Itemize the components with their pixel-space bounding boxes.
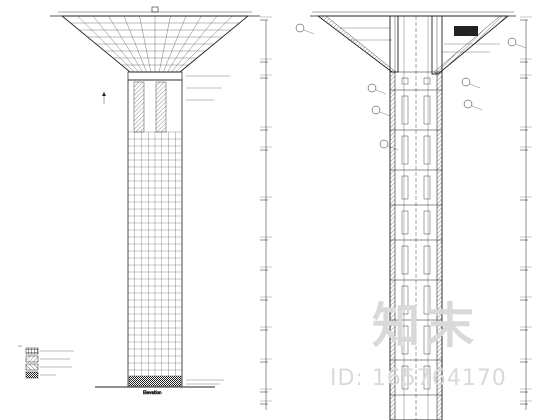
elevation-view: Elevation [50,6,260,395]
callout-leader [379,111,391,117]
callout-circle [507,37,517,47]
left-level-scale [260,16,272,410]
callout-leader [471,105,483,111]
callout-leader [387,145,399,151]
section-opening [401,175,409,200]
section-opening [423,77,431,85]
section-opening [423,365,431,390]
elevation-shaft [127,79,183,388]
section-opening [423,95,431,125]
section-opening [401,285,409,315]
section-top-wings [310,11,516,75]
right-level-scale [520,16,532,410]
elevation-cap [127,71,183,81]
section-opening [423,135,431,165]
section-opening [401,95,409,125]
section-opening [423,210,431,235]
section-view [260,11,532,420]
detail-callouts [295,23,527,151]
section-opening [401,325,409,355]
watermark-brand: 知末 [372,298,481,354]
callout-circle [463,99,473,109]
callout-circle [379,139,389,149]
section-opening [401,210,409,235]
callout-circle [461,77,471,87]
section-opening [423,175,431,200]
watermark-id: ID: 165764170 [330,366,507,391]
section-opening [401,365,409,390]
callout-circle [367,83,377,93]
elevation-bowl [50,6,260,73]
material-legend [18,345,74,379]
callout-circle [371,105,381,115]
section-opening [401,77,409,85]
callout-leader [469,83,481,89]
callout-leader [375,89,387,95]
section-opening [423,245,431,275]
section-opening [423,325,431,355]
elevation-caption: Elevation [143,390,162,395]
section-opening [423,285,431,315]
callout-leader [303,29,315,35]
section-shaft [389,15,443,420]
section-opening [401,245,409,275]
callout-circle [295,23,305,33]
callout-leader [515,43,527,49]
section-opening [401,135,409,165]
